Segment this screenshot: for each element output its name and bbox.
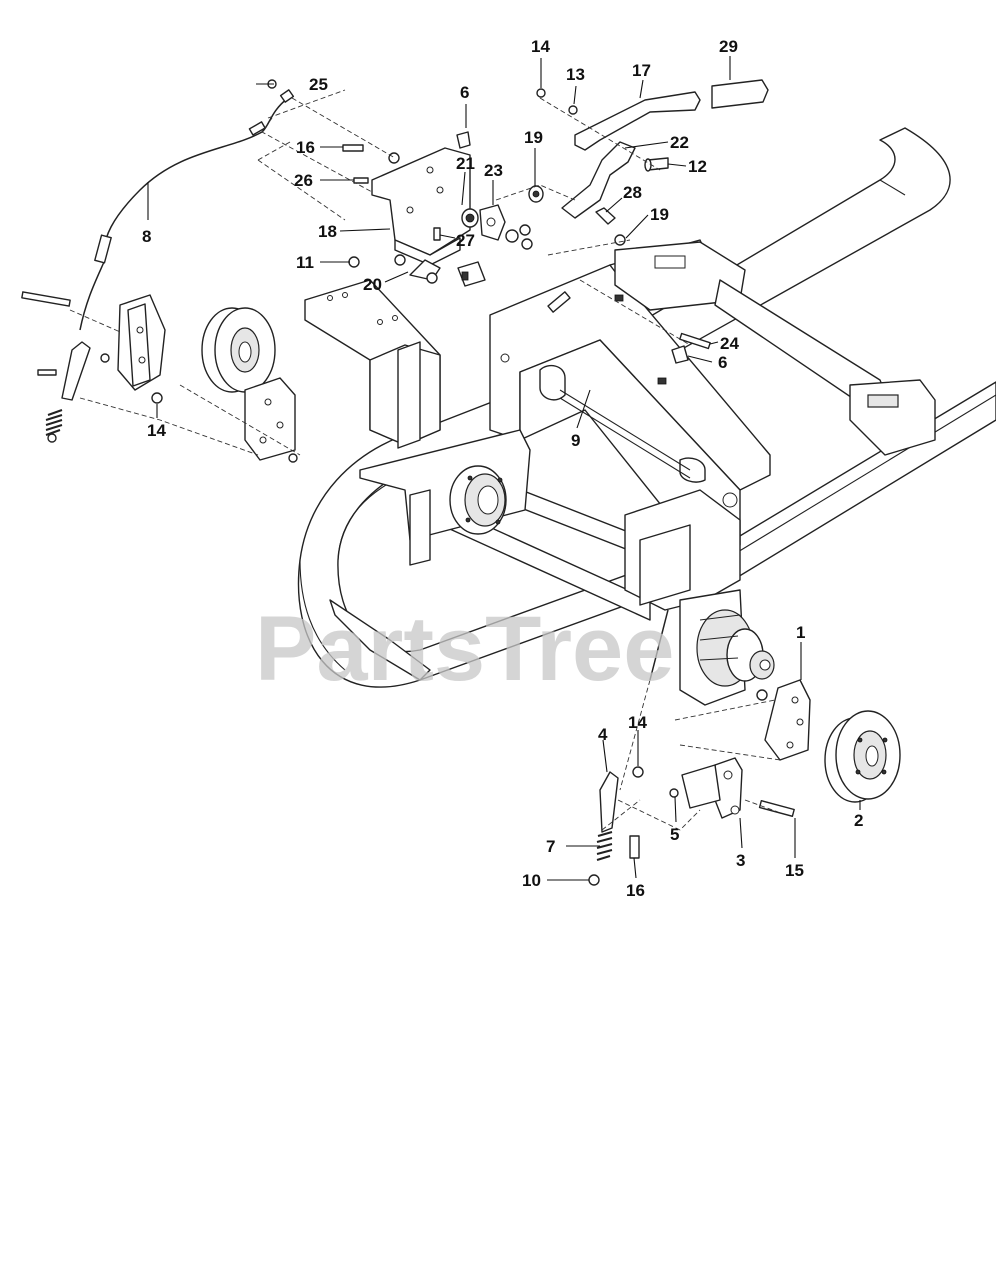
callout-14-left: 14 xyxy=(147,421,166,440)
callout-8: 8 xyxy=(142,227,151,246)
callout-13: 13 xyxy=(566,65,585,84)
callout-27: 27 xyxy=(456,231,475,250)
callout-26: 26 xyxy=(294,171,313,190)
callout-20: 20 xyxy=(363,275,382,294)
callout-14-lower: 14 xyxy=(628,713,647,732)
callout-6-right: 6 xyxy=(718,353,727,372)
control-bracket-group xyxy=(267,79,544,287)
callout-15: 15 xyxy=(785,861,804,880)
callout-1: 1 xyxy=(796,623,805,642)
callout-6-top: 6 xyxy=(460,83,469,102)
callout-17: 17 xyxy=(632,61,651,80)
lever-group xyxy=(495,79,769,256)
callout-19-top: 19 xyxy=(524,128,543,147)
callout-5: 5 xyxy=(670,825,679,844)
callout-24: 24 xyxy=(720,334,739,353)
callout-28: 28 xyxy=(623,183,642,202)
callout-16-top: 16 xyxy=(296,138,315,157)
callout-29: 29 xyxy=(719,37,738,56)
callout-25: 25 xyxy=(309,75,328,94)
watermark: PartsTree xyxy=(255,598,674,700)
callout-7: 7 xyxy=(546,837,555,856)
callout-23: 23 xyxy=(484,161,503,180)
callout-3: 3 xyxy=(736,851,745,870)
callout-labels: 1 2 3 4 5 6 6 7 8 9 10 11 12 13 14 14 14… xyxy=(142,37,863,900)
callout-21: 21 xyxy=(456,154,475,173)
callout-19-right: 19 xyxy=(650,205,669,224)
callout-18: 18 xyxy=(318,222,337,241)
callout-leaders xyxy=(147,56,861,881)
callout-10: 10 xyxy=(522,871,541,890)
callout-2: 2 xyxy=(854,811,863,830)
right-pulley-assembly xyxy=(588,609,901,886)
callout-4: 4 xyxy=(598,725,608,744)
rod-bolt-group xyxy=(547,279,711,364)
left-pulley-assembly xyxy=(21,291,301,463)
callout-22: 22 xyxy=(670,133,689,152)
callout-9: 9 xyxy=(571,431,580,450)
center-rail xyxy=(489,239,936,561)
callout-14-top: 14 xyxy=(531,37,550,56)
right-transmission-mount xyxy=(624,489,775,706)
cable-assembly xyxy=(79,89,396,331)
callout-16-bottom: 16 xyxy=(626,881,645,900)
center-hub xyxy=(449,465,507,535)
left-support-bracket xyxy=(304,279,531,566)
callout-12: 12 xyxy=(688,157,707,176)
callout-11: 11 xyxy=(296,253,314,272)
